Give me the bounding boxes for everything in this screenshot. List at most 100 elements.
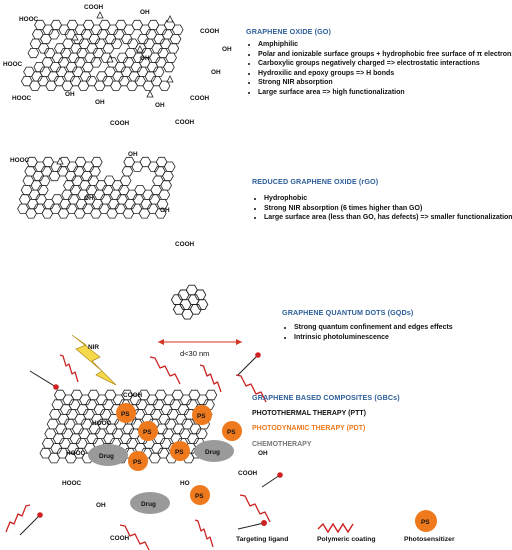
legend-targeting-icon [261,520,267,526]
rgo-functional-group-label: OH [84,195,94,202]
photosensitizer-label: PS [133,459,142,466]
hex-ring [172,304,186,315]
epoxy-ring [56,157,64,165]
go-bullet: Polar and ionizable surface groups + hyd… [258,50,512,60]
polymeric-coating-chain [59,354,79,383]
gbc-functional-group-label: HOOC [66,450,86,457]
epoxy-group [166,15,174,23]
photosensitizer-label: PS [227,429,236,436]
drug-label: Drug [99,453,114,460]
hex-ring [195,428,208,439]
hex-ring [152,66,165,77]
epoxy-group [56,157,64,165]
photosensitizer-circle [138,421,158,441]
legend-polymeric-label: Polymeric coating [317,536,376,543]
go-functional-group-label: OH [222,46,232,53]
hex-ring [110,38,123,49]
drug-molecule [194,440,234,462]
gbc-composite-diagram: NIRDrugDrugDrugPSPSPSPSPSPSPSCOOHHOOCOHH… [5,334,283,550]
hex-ring [158,80,171,91]
go-bullet: Large surface area => high functionaliza… [258,88,512,98]
gbc-functional-group-label: HOOC [92,420,112,427]
rgo-functional-group-label: OH [128,151,138,158]
hex-ring [171,24,184,35]
hex-ring [27,48,40,59]
therapy-chemo-label: CHEMOTHERAPY [252,441,312,448]
go-bullet: Carboxylic groups negatively charged => … [258,59,512,69]
go-functional-group-label: COOH [200,28,220,35]
gqd-hex-cluster [170,284,209,320]
photosensitizer-circle [222,421,242,441]
photosensitizer-circle [190,485,210,505]
go-title: GRAPHENE OXIDE (GO) [246,27,331,36]
hex-ring [163,62,175,73]
go-functional-group-label: HOOC [12,95,32,102]
photosensitizer-label: PS [195,493,204,500]
hex-ring [169,34,182,45]
hex-ring [160,180,172,191]
drug-molecule [88,444,128,466]
go-functional-group-label: OH [211,69,221,76]
targeting-ligand-stem [19,514,41,536]
gbc-functional-group-label: HOOC [62,480,82,487]
hex-ring [90,156,103,168]
go-bullet: Hydroxilic and epoxy groups => H bonds [258,69,512,79]
gbc-functional-group-label: COOH [238,470,258,477]
epoxy-group [71,33,79,41]
targeting-ligand-stem [29,370,57,388]
polymeric-coating-chain [239,494,271,523]
gqd-bullet: Strong quantum confinement and edges eff… [294,323,512,333]
go-functional-group-label: HOOC [19,16,39,23]
photosensitizer-circle [116,403,136,423]
go-functional-group-label: OH [95,99,105,106]
photosensitizer-label: PS [175,449,184,456]
epoxy-group [166,75,174,83]
hex-ring [36,185,49,196]
hex-ring [37,43,50,54]
rgo-bullet-list: Hydrophobic Strong NIR absorption (6 tim… [252,194,512,223]
hex-lattice [17,156,176,219]
go-bullet: Strong NIR absorption [258,78,512,88]
photosensitizer-circle [192,405,212,425]
drug-molecule [130,492,170,514]
gqd-molecule-diagram [158,284,242,345]
rgo-functional-group-label: OH [160,207,170,214]
go-functional-group-label: OH [155,102,165,109]
epoxy-group [106,55,114,63]
nir-lightning-icon [71,334,117,386]
go-bullet-list: Amphiphilic Polar and ionizable surface … [246,40,512,98]
nir-label: NIR [88,344,99,351]
polymeric-coating-chain [5,504,31,533]
hex-lattice [20,19,184,91]
photosensitizer-label: PS [143,429,152,436]
scale-arrow-left-head [158,339,164,345]
hex-ring [154,208,167,219]
rgo-title: REDUCED GRAPHENE OXIDE (rGO) [252,177,379,186]
targeting-ligand-stem [261,474,281,488]
epoxy-group [96,11,104,19]
hex-ring [121,166,134,177]
hex-ring [165,52,177,63]
hex-ring [167,43,180,54]
photosensitizer-circle [128,451,148,471]
hex-ring [162,170,174,182]
hex-ring [48,29,60,40]
gqd-bullet: Intrinsic photoluminescence [294,333,512,343]
epoxy-ring [71,33,79,41]
hex-ring [189,304,202,315]
legend-photosensitizer-icon [415,510,437,532]
hex-ring [38,175,51,186]
hex-ring [90,57,102,68]
gbc-title: GRAPHENE BASED COMPOSITES (GBCs) [252,393,400,402]
legend-icons: PS [237,510,437,534]
polymeric-coating-chain [194,519,214,548]
drug-label: Drug [141,501,156,508]
gbc-functional-group-label: OH [258,450,268,457]
go-functional-group-label: COOH [175,119,195,126]
epoxy-ring [166,75,174,83]
hex-ring [79,71,92,82]
gqd-scale-label: d<30 nm [180,349,210,358]
legend-targeting-stem [237,522,265,530]
polymeric-coating-chain [149,356,181,385]
hex-ring [163,161,176,172]
